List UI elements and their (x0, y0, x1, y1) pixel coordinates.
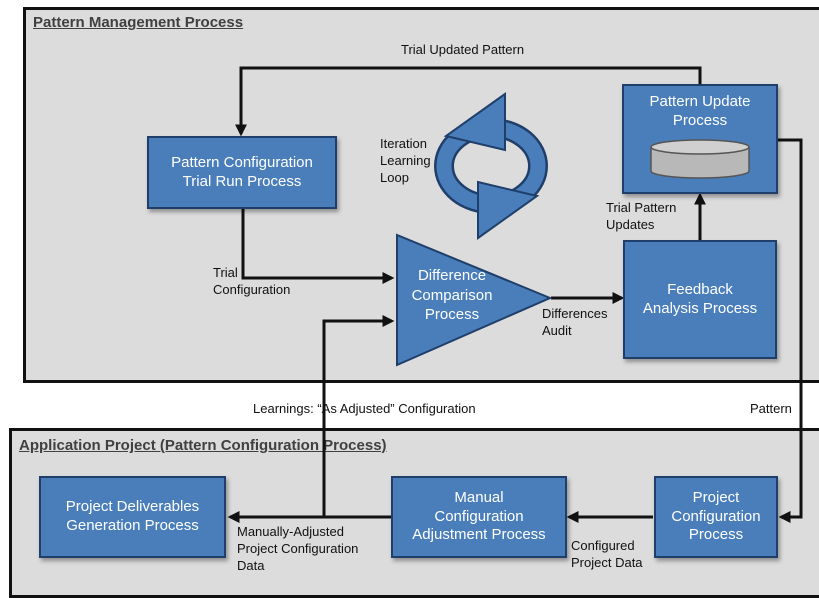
database-icon (650, 138, 750, 179)
learnings-label: Learnings: “As Adjusted” Configuration (253, 401, 476, 416)
trial-pattern-updates-label: Trial Pattern Updates (606, 200, 677, 232)
project-deliverables-generation-box: Project Deliverables Generation Process (39, 476, 226, 558)
feedback-analysis-box: Feedback Analysis Process (623, 240, 777, 359)
trial-updated-pattern-label: Trial Updated Pattern (401, 42, 525, 57)
project-configuration-box: Project Configuration Process (654, 476, 778, 558)
application-project-title: Application Project (Pattern Configurati… (19, 437, 387, 454)
pattern-management-title: Pattern Management Process (33, 14, 244, 31)
manual-configuration-adjustment-box: Manual Configuration Adjustment Process (391, 476, 567, 558)
iteration-learning-loop-label: Iteration Learning Loop (380, 136, 431, 185)
pattern-configuration-trial-run-box: Pattern Configuration Trial Run Process (147, 136, 337, 209)
difference-comparison-label: Difference Comparison Process (411, 267, 493, 323)
pattern-label: Pattern (750, 401, 792, 416)
trial-configuration-label: Trial Configuration (213, 265, 291, 297)
differences-audit-label: Differences Audit (542, 306, 608, 338)
configured-project-data-label: Configured Project Data (571, 538, 643, 570)
manually-adjusted-label: Manually-Adjusted Project Configuration … (237, 524, 359, 573)
pattern-update-box: Pattern Update Process (622, 84, 778, 194)
